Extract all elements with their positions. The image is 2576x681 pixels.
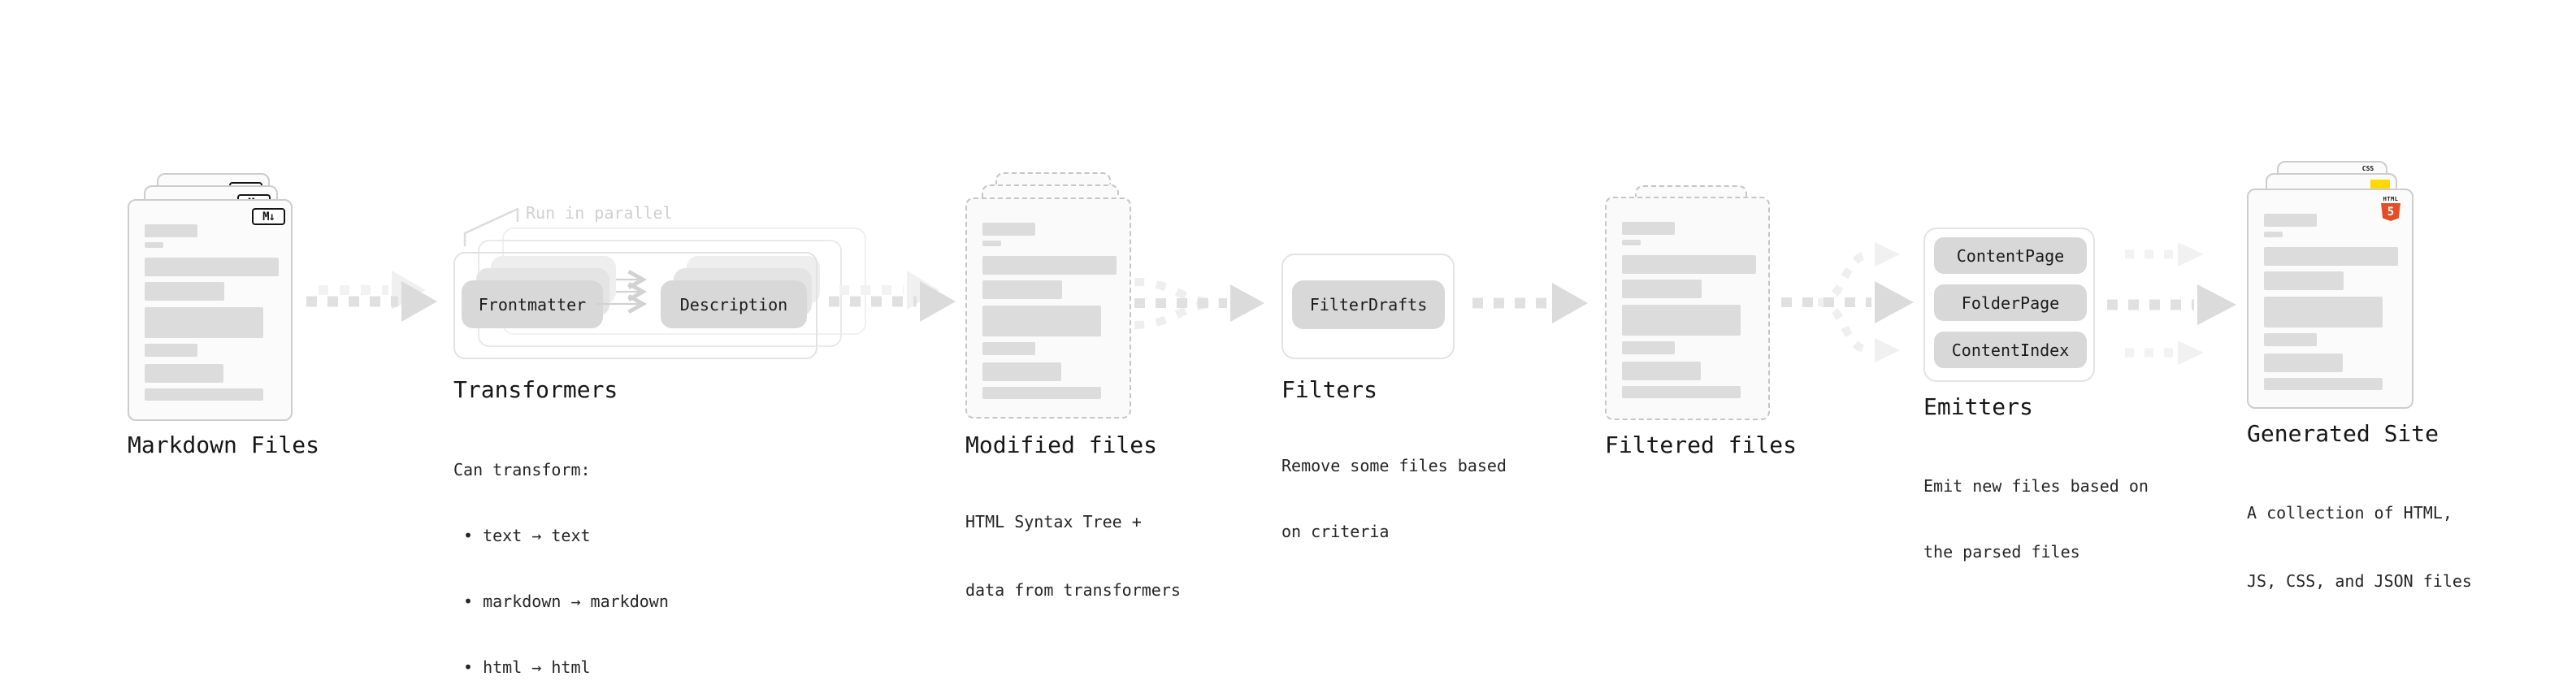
- transformers-description: Can transform: • text → text • markdown …: [453, 415, 669, 681]
- filters-desc-line1: Remove some files based: [1281, 456, 1507, 475]
- modified-desc-line2: data from transformers: [965, 580, 1181, 600]
- filtered-file-card-front: [1605, 197, 1770, 420]
- markdown-icon: M↓: [252, 208, 285, 225]
- markdown-files-label: Markdown Files: [128, 432, 320, 458]
- text-line-bar: [1622, 240, 1641, 245]
- filters-title: Filters: [1281, 376, 1378, 403]
- can-transform-line: Can transform:: [453, 460, 591, 479]
- modified-files-description: HTML Syntax Tree + data from transformer…: [965, 465, 1181, 647]
- document-skeleton: [145, 201, 280, 414]
- arrow-emitters-to-generated: [2107, 242, 2236, 365]
- transformer-box-front: [453, 252, 817, 359]
- text-line-bar: [145, 224, 197, 237]
- css-icon-label: CSS: [2361, 165, 2374, 172]
- text-line-bar: [145, 388, 263, 401]
- text-line-bar: [145, 258, 279, 276]
- text-line-bar: [2264, 354, 2343, 372]
- text-line-bar: [982, 362, 1061, 381]
- arrow-modified-to-filters: [1134, 278, 1264, 329]
- contentindex-pill: ContentIndex: [1934, 332, 2087, 368]
- transformers-title: Transformers: [453, 376, 618, 403]
- text-line-bar: [2264, 232, 2283, 237]
- text-line-bar: [2264, 247, 2398, 266]
- document-skeleton: [982, 199, 1118, 412]
- generated-file-card-front: HTML 5: [2247, 189, 2413, 409]
- text-line-bar: [982, 241, 1001, 246]
- text-line-bar: [145, 282, 224, 301]
- text-line-bar: [1622, 280, 1702, 298]
- frontmatter-pill: Frontmatter: [462, 280, 603, 328]
- text-line-bar: [982, 280, 1062, 299]
- text-line-bar: [982, 256, 1117, 275]
- text-line-bar: [2264, 297, 2383, 327]
- arrow-filtered-to-emitters: [1781, 242, 1914, 362]
- filters-desc-line2: on criteria: [1281, 522, 1390, 541]
- html5-icon: HTML 5: [2380, 196, 2401, 221]
- html5-icon-shield: 5: [2381, 203, 2400, 221]
- text-line-bar: [1622, 305, 1741, 336]
- modified-files-label: Modified files: [965, 432, 1158, 458]
- generated-desc-line1: A collection of HTML,: [2247, 503, 2452, 523]
- bullet-markdown-to-markdown: • markdown → markdown: [463, 592, 669, 611]
- js-file-icon: [2370, 180, 2390, 191]
- text-line-bar: [145, 364, 223, 383]
- document-skeleton: [2264, 190, 2400, 402]
- emitters-desc-line2: the parsed files: [1923, 542, 2080, 562]
- emitters-description: Emit new files based on the parsed files: [1923, 432, 2149, 607]
- emitters-desc-line1: Emit new files based on: [1923, 476, 2149, 496]
- text-line-bar: [1622, 386, 1741, 398]
- text-line-bar: [2264, 271, 2344, 290]
- emitters-title: Emitters: [1923, 393, 2033, 420]
- text-line-bar: [982, 387, 1101, 399]
- text-line-bar: [145, 307, 263, 338]
- text-line-bar: [2264, 214, 2317, 227]
- generated-desc-line2: JS, CSS, and JSON files: [2247, 571, 2472, 591]
- generated-site-label: Generated Site: [2247, 420, 2439, 447]
- filtered-files-label: Filtered files: [1605, 432, 1798, 458]
- text-line-bar: [1622, 222, 1675, 235]
- filters-description: Remove some files based on criteria: [1281, 411, 1507, 587]
- text-line-bar: [1622, 362, 1701, 380]
- modified-desc-line1: HTML Syntax Tree +: [965, 512, 1142, 531]
- generated-site-description: A collection of HTML, JS, CSS, and JSON …: [2247, 456, 2472, 638]
- filterdrafts-pill: FilterDrafts: [1292, 280, 1445, 329]
- text-line-bar: [1622, 341, 1675, 354]
- folderpage-pill: FolderPage: [1934, 284, 2087, 321]
- bullet-text-to-text: • text → text: [463, 526, 591, 545]
- description-pill: Description: [661, 280, 807, 328]
- contentpage-pill: ContentPage: [1934, 237, 2087, 274]
- text-line-bar: [2264, 333, 2317, 346]
- arrow-filters-to-filtered: [1472, 283, 1588, 323]
- bullet-html-to-html: • html → html: [463, 657, 591, 677]
- html5-icon-label: HTML: [2383, 196, 2399, 202]
- text-line-bar: [982, 342, 1035, 355]
- text-line-bar: [1622, 255, 1756, 274]
- text-line-bar: [2264, 378, 2383, 390]
- arrow-markdown-to-transformers: [306, 271, 437, 322]
- document-skeleton: [1622, 198, 1757, 414]
- run-in-parallel-label: Run in parallel: [526, 203, 673, 223]
- text-line-bar: [982, 306, 1101, 336]
- markdown-file-card-front: M↓: [128, 199, 293, 421]
- text-line-bar: [982, 223, 1035, 236]
- text-line-bar: [145, 344, 197, 357]
- text-line-bar: [145, 242, 163, 248]
- modified-file-card-front: [965, 197, 1131, 419]
